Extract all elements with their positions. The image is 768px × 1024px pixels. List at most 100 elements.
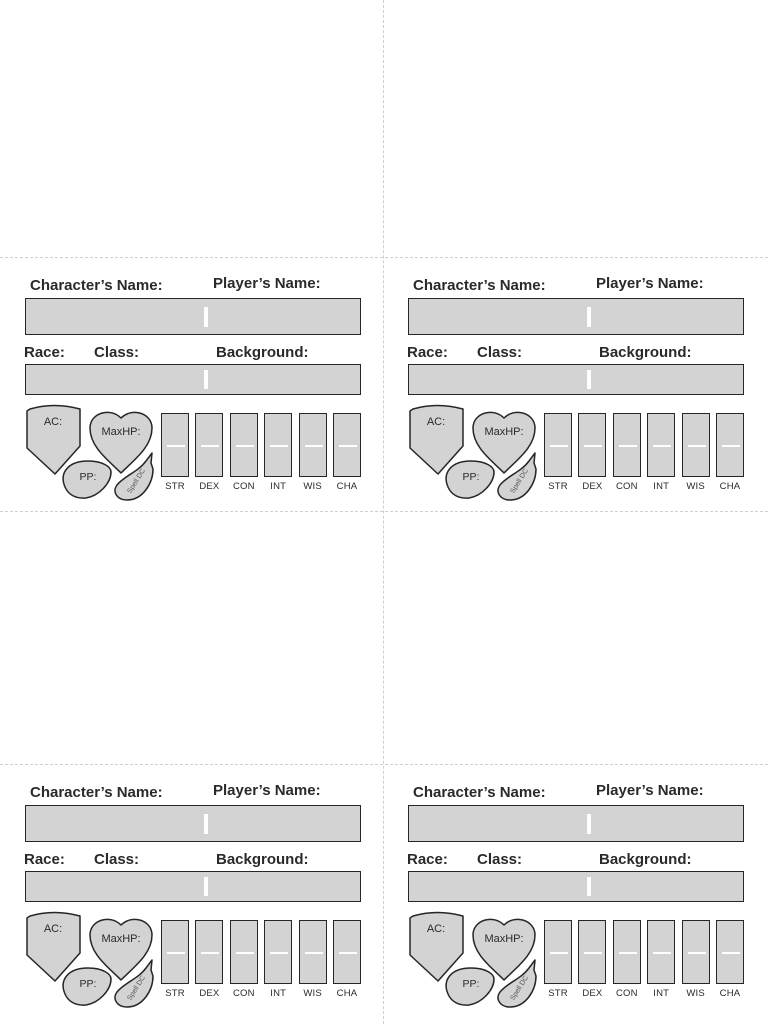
name-field[interactable] (25, 298, 361, 335)
ability-score-field[interactable]: INT (647, 413, 676, 495)
race-class-background-field[interactable] (25, 364, 361, 395)
ability-score-field[interactable]: CON (612, 920, 641, 1002)
score-divider (653, 445, 672, 447)
ac-shield-icon[interactable]: AC: (26, 911, 81, 982)
ac-shield-icon[interactable]: AC: (26, 404, 81, 475)
ability-score-field[interactable]: DEX (578, 413, 607, 495)
pp-label: PP: (80, 471, 97, 483)
ability-score-field[interactable]: CHA (333, 413, 361, 495)
spell-dc-flame-icon[interactable]: Spell DC (497, 452, 537, 501)
ability-score-box[interactable] (647, 413, 676, 477)
score-divider (167, 445, 185, 447)
ability-score-box[interactable] (195, 920, 224, 984)
horizontal-cut-guide (0, 511, 768, 512)
maxhp-heart-icon[interactable]: MaxHP: (472, 918, 536, 981)
ability-name: DEX (582, 481, 603, 492)
maxhp-label: MaxHP: (484, 426, 523, 438)
ability-score-box[interactable] (647, 920, 676, 984)
score-divider (722, 952, 740, 954)
score-divider (201, 952, 220, 954)
ability-score-box[interactable] (264, 920, 293, 984)
maxhp-heart-icon[interactable]: MaxHP: (472, 411, 536, 474)
class-label: Class: (477, 851, 523, 868)
ability-score-field[interactable]: CHA (716, 920, 744, 1002)
ability-score-field[interactable]: CON (229, 413, 258, 495)
ability-score-box[interactable] (161, 413, 189, 477)
score-divider (722, 445, 740, 447)
ability-score-box[interactable] (544, 413, 572, 477)
race-class-background-field[interactable] (408, 871, 744, 902)
ability-score-box[interactable] (681, 413, 710, 477)
ability-score-box[interactable] (716, 920, 744, 984)
ability-score-box[interactable] (264, 413, 293, 477)
ac-shield-icon[interactable]: AC: (409, 911, 464, 982)
ability-score-box[interactable] (298, 413, 327, 477)
pp-eye-icon[interactable]: PP: (62, 460, 112, 499)
ability-name: CON (232, 988, 255, 999)
ability-score-field[interactable]: DEX (195, 920, 224, 1002)
ability-score-field[interactable]: STR (544, 920, 572, 1002)
ability-score-box[interactable] (298, 920, 327, 984)
ability-score-field[interactable]: INT (647, 920, 676, 1002)
ability-name: CHA (719, 481, 741, 492)
race-class-background-field[interactable] (25, 871, 361, 902)
ability-score-box[interactable] (229, 413, 258, 477)
spell-dc-flame-icon[interactable]: Spell DC (114, 959, 154, 1008)
maxhp-heart-icon[interactable]: MaxHP: (89, 411, 153, 474)
spell-dc-flame-icon[interactable]: Spell DC (497, 959, 537, 1008)
ability-score-field[interactable]: WIS (298, 920, 327, 1002)
score-divider (653, 952, 672, 954)
name-field[interactable] (408, 298, 744, 335)
ability-name: WIS (686, 481, 705, 492)
ability-name: STR (548, 988, 568, 999)
ability-score-box[interactable] (544, 920, 572, 984)
field-divider (204, 877, 208, 896)
pp-label: PP: (463, 471, 480, 483)
maxhp-label: MaxHP: (101, 426, 140, 438)
ability-score-box[interactable] (681, 920, 710, 984)
ability-score-field[interactable]: DEX (578, 920, 607, 1002)
ability-score-box[interactable] (333, 413, 361, 477)
pp-eye-icon[interactable]: PP: (445, 967, 495, 1006)
ability-score-field[interactable]: STR (161, 920, 189, 1002)
ac-shield-icon[interactable]: AC: (409, 404, 464, 475)
ability-score-field[interactable]: INT (264, 413, 293, 495)
ability-score-field[interactable]: WIS (681, 920, 710, 1002)
race-label: Race: (407, 851, 448, 868)
ability-name: INT (270, 988, 287, 999)
ability-score-box[interactable] (578, 413, 607, 477)
ability-score-box[interactable] (195, 413, 224, 477)
character-card: Character’s Name: Player’s Name: Race: C… (383, 764, 766, 1018)
ability-score-field[interactable]: WIS (681, 413, 710, 495)
ability-score-box[interactable] (161, 920, 189, 984)
ability-score-field[interactable]: CON (612, 413, 641, 495)
race-label: Race: (407, 344, 448, 361)
ability-score-field[interactable]: INT (264, 920, 293, 1002)
maxhp-heart-icon[interactable]: MaxHP: (89, 918, 153, 981)
pp-eye-icon[interactable]: PP: (445, 460, 495, 499)
name-field[interactable] (408, 805, 744, 842)
ability-score-box[interactable] (612, 920, 641, 984)
ability-name: INT (653, 988, 670, 999)
ability-score-field[interactable]: STR (544, 413, 572, 495)
ability-name: WIS (303, 481, 322, 492)
ability-score-box[interactable] (716, 413, 744, 477)
ability-score-field[interactable]: DEX (195, 413, 224, 495)
ability-score-box[interactable] (612, 413, 641, 477)
ability-score-field[interactable]: CHA (716, 413, 744, 495)
ability-score-field[interactable]: CHA (333, 920, 361, 1002)
background-label: Background: (599, 344, 692, 361)
ability-score-field[interactable]: CON (229, 920, 258, 1002)
race-class-background-field[interactable] (408, 364, 744, 395)
ability-score-box[interactable] (229, 920, 258, 984)
ability-score-box[interactable] (333, 920, 361, 984)
ability-score-field[interactable]: STR (161, 413, 189, 495)
ability-score-box[interactable] (578, 920, 607, 984)
spell-dc-flame-icon[interactable]: Spell DC (114, 452, 154, 501)
ability-score-field[interactable]: WIS (298, 413, 327, 495)
name-field[interactable] (25, 805, 361, 842)
score-divider (167, 952, 185, 954)
pp-eye-icon[interactable]: PP: (62, 967, 112, 1006)
